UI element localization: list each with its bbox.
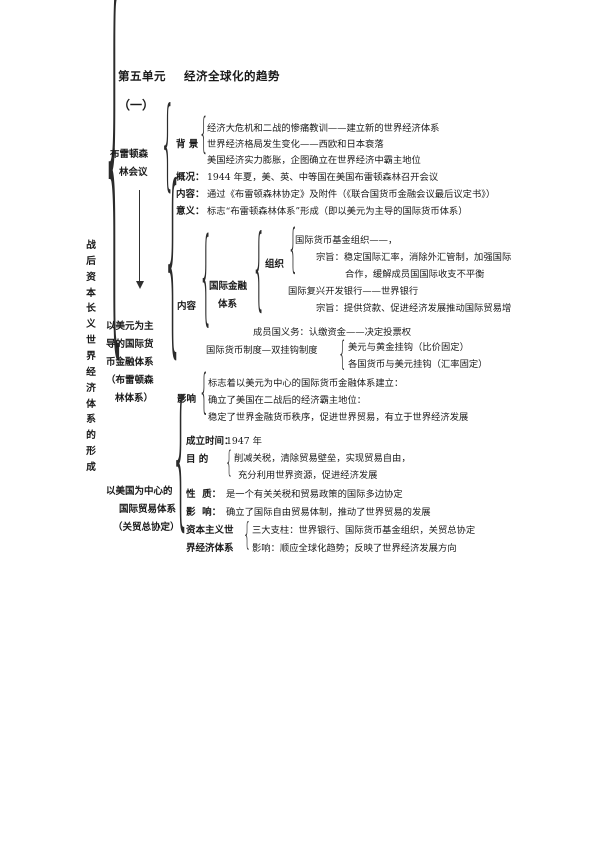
branch1-content-text: 通过《布雷顿森林协定》及附件（《联合国货币金融会议最后议定书》） <box>207 189 496 200</box>
root-char: 经 <box>86 366 96 378</box>
root-char: 体 <box>86 398 96 410</box>
branch2-label-line1: 以美元为主 <box>106 321 154 332</box>
root-char: 义 <box>86 319 96 331</box>
root-char: 后 <box>86 255 96 267</box>
root-char: 成 <box>86 462 96 474</box>
branch2-label-line2: 导的国际货 <box>106 339 154 350</box>
member-duty-text: 成员国义务：认缴资金——决定投票权 <box>253 327 412 338</box>
branch1-label-line1: 布雷顿森 <box>110 149 149 160</box>
branch1-key-background: 背 景 <box>176 139 199 150</box>
branch3-key-purpose: 目 的 <box>186 454 209 465</box>
monetary-system-item: 美元与黄金挂钩（比价固定） <box>348 342 469 353</box>
finance-label-line1: 国际金融 <box>209 281 248 292</box>
root-char: 资 <box>86 271 96 283</box>
root-brace: { <box>102 0 128 397</box>
branch2-key-content: 内容 <box>177 301 197 312</box>
background-line: 世界经济格局发生变化——西欧和日本衰落 <box>207 139 384 150</box>
root-char: 世 <box>86 335 96 347</box>
root-vertical-title: 战 后 资 本 长 义 世 界 经 济 体 系 的 形 成 <box>82 238 100 476</box>
branch1-key-content: 内容： <box>176 189 205 200</box>
org-item: 合作，缓解成员国国际收支不平衡 <box>345 269 485 280</box>
branch3-key-impact: 影 响： <box>186 507 222 518</box>
background-brace: { <box>199 109 209 159</box>
capitalist-brace: { <box>243 517 252 553</box>
background-line: 美国经济实力膨胀，企图确立在世界经济中霸主地位 <box>207 155 421 166</box>
branch1-brace: { <box>160 87 176 203</box>
purpose-brace: { <box>225 445 234 481</box>
branch1-key-overview: 概况： <box>176 172 205 183</box>
capitalist-label-line2: 界经济体系 <box>186 543 234 554</box>
branch3-label-line3: （关贸总协定） <box>113 522 180 533</box>
root-char: 界 <box>86 351 96 363</box>
branch2-impact-item: 标志着以美元为中心的国际货币金融体系建立： <box>208 378 404 389</box>
monetary-system-brace: { <box>338 333 347 373</box>
finance-brace: { <box>252 216 266 322</box>
org-item: 国际复兴开发银行——世界银行 <box>288 286 419 297</box>
branch2-label-line3: 币金融体系 <box>106 357 154 368</box>
root-char: 长 <box>86 303 96 315</box>
section-label: （一） <box>118 98 155 112</box>
page-title: 第五单元 经济全球化的趋势 <box>118 69 281 83</box>
background-line: 经济大危机和二战的惨痛教训——建立新的世界经济体系 <box>207 123 440 134</box>
branch2-label-line5: 林体系） <box>115 393 154 404</box>
branch3-key-nature: 性 质： <box>186 489 222 500</box>
org-item: 宗旨：稳定国际汇率，消除外汇管制，加强国际 <box>316 252 512 263</box>
flow-arrow-down <box>134 190 145 289</box>
purpose-item: 削减关税，清除贸易壁垒，实现贸易自由， <box>234 453 411 464</box>
capitalist-item: 三大支柱：世界银行、国际货币基金组织，关贸总协定 <box>252 525 476 536</box>
org-item: 宗旨：提供贷款、促进经济发展推动国际贸易增 <box>316 303 512 314</box>
branch1-overview-text: 1944 年夏，美、英、中等国在美国布雷顿森林召开会议 <box>207 172 439 183</box>
root-char: 的 <box>86 430 96 442</box>
monetary-system-item: 各国货币与美元挂钩（汇率固定） <box>348 359 488 370</box>
org-item: 国际货币基金组织——， <box>295 235 398 246</box>
org-key: 组织 <box>265 259 285 270</box>
branch3-nature-value: 是一个有关关税和贸易政策的国际多边协定 <box>226 489 403 500</box>
purpose-item: 充分利用世界资源，促进经济发展 <box>238 470 378 481</box>
capitalist-item: 影响：顺应全球化趋势；反映了世界经济发展方向 <box>252 543 457 554</box>
branch2-impact-brace: { <box>199 362 210 420</box>
branch3-label-line2: 国际贸易体系 <box>119 504 177 515</box>
root-char: 本 <box>86 287 96 299</box>
root-char: 战 <box>86 240 96 251</box>
finance-label-line2: 体系 <box>218 299 238 310</box>
root-char: 形 <box>86 446 96 458</box>
capitalist-label-line1: 资本主义世 <box>186 525 234 536</box>
branch3-key-founded: 成立时间： <box>186 436 234 447</box>
branch2-impact-item: 确立了美国在二战后的经济霸主地位： <box>208 395 367 406</box>
branch3-founded-value: 1947 年 <box>226 436 262 447</box>
branch2-brace: { <box>163 146 183 378</box>
branch2-content-brace: { <box>199 216 213 337</box>
branch2-impact-key: 影响 <box>177 394 197 405</box>
branch1-label-line2: 林会议 <box>119 167 148 178</box>
monetary-system-key: 国际货币制度—双挂钩制度 <box>206 345 318 356</box>
branch2-label-line4: （布雷顿森 <box>106 375 154 386</box>
branch1-key-significance: 意义： <box>176 206 205 217</box>
branch3-brace: { <box>171 370 191 547</box>
branch3-impact-value: 确立了国际自由贸易体制，推动了世界贸易的发展 <box>226 507 431 518</box>
root-char: 系 <box>86 414 96 426</box>
branch1-significance-text: 标志“布雷顿森林体系”形成（即以美元为主导的国际货币体系） <box>207 206 468 217</box>
root-char: 济 <box>86 382 96 394</box>
branch2-impact-item: 稳定了世界金融货币秩序，促进世界贸易，有立于世界经济发展 <box>208 412 469 423</box>
org-brace: { <box>288 217 299 279</box>
branch3-label-line1: 以美国为中心的 <box>106 486 173 497</box>
